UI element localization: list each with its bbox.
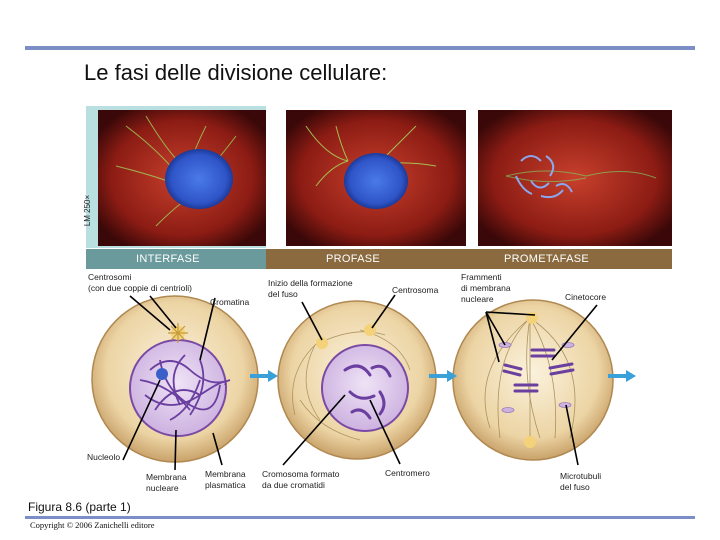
page-title: Le fasi delle divisione cellulare: [84,60,388,85]
bottom-rule [25,516,695,519]
interfase-chromatin [139,354,231,421]
arrow-3-head [626,370,636,382]
copyright: Copyright © 2006 Zanichelli editore [30,520,155,530]
top-rule [25,46,695,50]
profase-nucleus [344,153,408,209]
band-other: PROFASE PROMETAFASE [266,249,672,269]
label-nucleolo: Nucleolo [87,452,121,462]
label-centrosoma: Centrosoma [392,285,439,295]
label-frammenti: Frammenti di membrana nucleare [461,272,511,304]
arrow-2-head [447,370,457,382]
interfase-nucleus [165,149,233,209]
label-microtubuli: Microtubuli del fuso [560,471,602,492]
label-membrana-plasmatica: Membrana plasmatica [205,469,246,490]
phase-label-interfase: INTERFASE [136,253,200,265]
prometafase-chromosomes-drawing [502,348,575,393]
prometafase-centrosome-bottom [524,436,536,448]
label-cromatina: Cromatina [210,297,250,307]
label-cromosoma: Cromosoma formato da due cromatidi [262,469,340,490]
micrograph-strip [86,106,672,248]
profase-spindle [292,329,411,441]
profase-nucleus-drawing [321,344,409,432]
leader-lines [122,294,598,471]
prometafase-fibers [505,170,657,183]
interfase-centrosome [168,323,188,343]
nuclear-fragments [498,342,575,413]
label-inizio-fuso: Inizio della formazione del fuso [268,278,353,299]
profase-chromosomes [343,364,392,420]
arrow-1-head [268,370,278,382]
band-interfase: INTERFASE [86,249,266,269]
label-cinetocore: Cinetocore [565,292,607,302]
micrograph-prometafase [478,110,672,246]
label-centrosomi: Centrosomi (con due coppie di centrioli) [88,272,192,293]
prometafase-chromosomes [515,155,573,199]
figure-caption: Figura 8.6 (parte 1) [28,500,131,514]
nucleolus [156,368,168,380]
phase-label-profase: PROFASE [326,253,381,265]
label-centromero: Centromero [385,468,430,478]
phase-label-prometafase: PROMETAFASE [504,253,589,265]
label-membrana-nucleare: Membrana nucleare [146,472,187,493]
